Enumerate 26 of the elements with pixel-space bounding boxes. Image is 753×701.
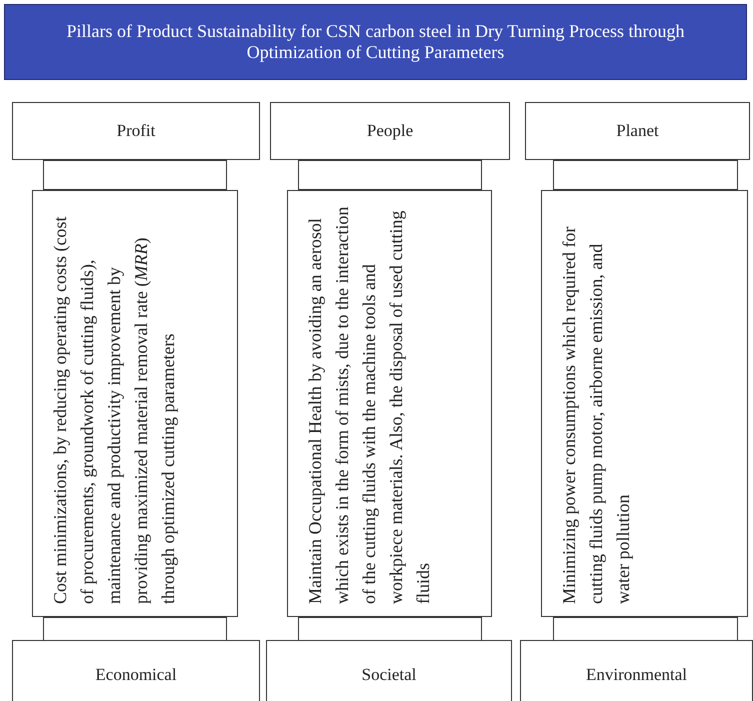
pillar-shaft — [541, 190, 748, 617]
description-text: Maintain Occupational Health by avoiding an aerosol which exists in the form of mists, due to the interaction of the cutting fluids with the machine tools and workpiece materials. Also, the disposal of used cutting fluids — [304, 206, 434, 604]
pillar-top-box — [525, 102, 750, 160]
pillar-label: Planet — [616, 121, 659, 141]
pillar-label: Profit — [116, 121, 156, 141]
title-banner — [4, 4, 747, 80]
title-text: Pillars of Product Sustainability for CSN carbon steel in Dry Turning Process through Optimization of Cutting Parameters — [66, 21, 686, 63]
pillar-plinth — [43, 617, 227, 641]
pillar-shaft — [32, 190, 238, 617]
pillar-capital — [298, 160, 482, 190]
pillar-top-box — [270, 102, 510, 160]
pillar-base-box — [12, 640, 260, 701]
pillar-capital — [553, 160, 738, 190]
pillar-label: People — [366, 121, 414, 141]
pillar-plinth — [298, 617, 482, 641]
pillar-label: Economical — [95, 665, 177, 685]
description-text: Cost minimizations, by reducing operating costs (cost of procurements, groundwork of cutting fluids), maintenance and productivity improvement by providing maximized material removal rate (MRR) through optimized cutting parameters — [49, 216, 179, 604]
pillar-capital — [43, 160, 227, 190]
pillar-plinth — [553, 617, 738, 641]
pillar-label: Environmental — [586, 665, 688, 685]
pillar-shaft — [287, 190, 492, 617]
pillar-base-box — [520, 640, 753, 701]
pillar-base-box — [266, 640, 512, 701]
description-text: Minimizing power consumptions which required for cutting fluids pump motor, airborne emission, and water pollution — [558, 226, 634, 604]
pillar-label: Societal — [362, 665, 416, 685]
pillar-top-box — [12, 102, 260, 160]
